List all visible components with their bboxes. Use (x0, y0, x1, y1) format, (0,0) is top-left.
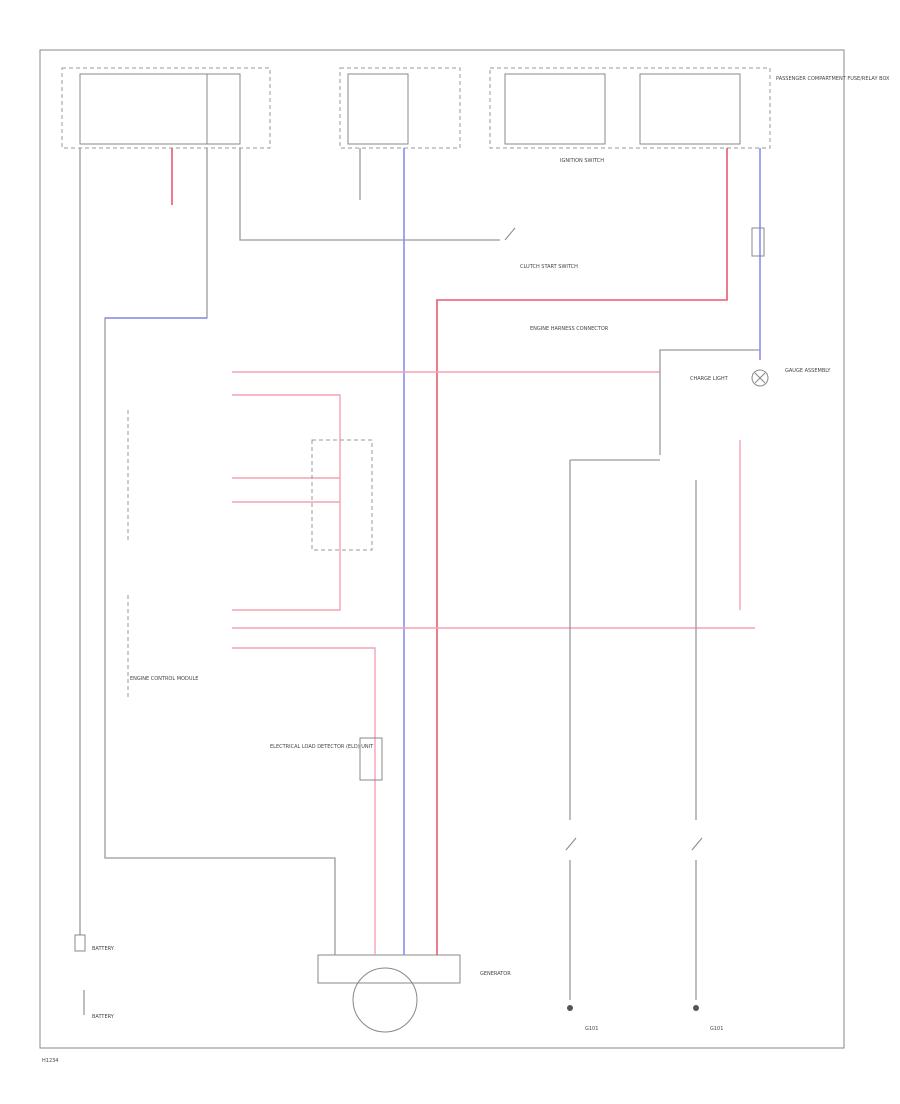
battery-symbol (74, 934, 86, 952)
generator-connector (317, 954, 461, 984)
ignition-switch-label: IGNITION SWITCH (560, 158, 604, 164)
fuse-box-right (489, 67, 771, 149)
clutch-start-label: CLUTCH START SWITCH (520, 264, 578, 270)
fuse-box-left-inner (79, 73, 241, 145)
battery-sub-label: BATTERY (92, 1014, 115, 1020)
diagram-frame (39, 49, 845, 1049)
ground-right-symbol (693, 1005, 699, 1011)
battery-label: BATTERY (92, 946, 115, 952)
eld-unit-box (359, 737, 383, 781)
charge-light-label: CHARGE LIGHT (690, 376, 729, 382)
charge-light-bulb (751, 369, 769, 387)
generator-label: GENERATOR (480, 971, 511, 977)
fuse-box-left (61, 67, 271, 149)
fuse-box-middle (339, 67, 461, 149)
corner-tag: H1234 (42, 1058, 58, 1064)
engine-harness-label: ENGINE HARNESS CONNECTOR (530, 326, 609, 332)
passenger-fuse-label: PASSENGER COMPARTMENT FUSE/RELAY BOX (776, 76, 890, 82)
eld-unit-label: ELECTRICAL LOAD DETECTOR (ELD) UNIT (270, 744, 374, 750)
ground-left-label: G101 (585, 1026, 598, 1032)
ecm-label: ENGINE CONTROL MODULE (130, 676, 198, 682)
ground-left-symbol (567, 1005, 573, 1011)
generator-symbol (352, 967, 418, 1033)
gauge-assembly-label: GAUGE ASSEMBLY (785, 368, 831, 374)
ground-right-label: G101 (710, 1026, 723, 1032)
